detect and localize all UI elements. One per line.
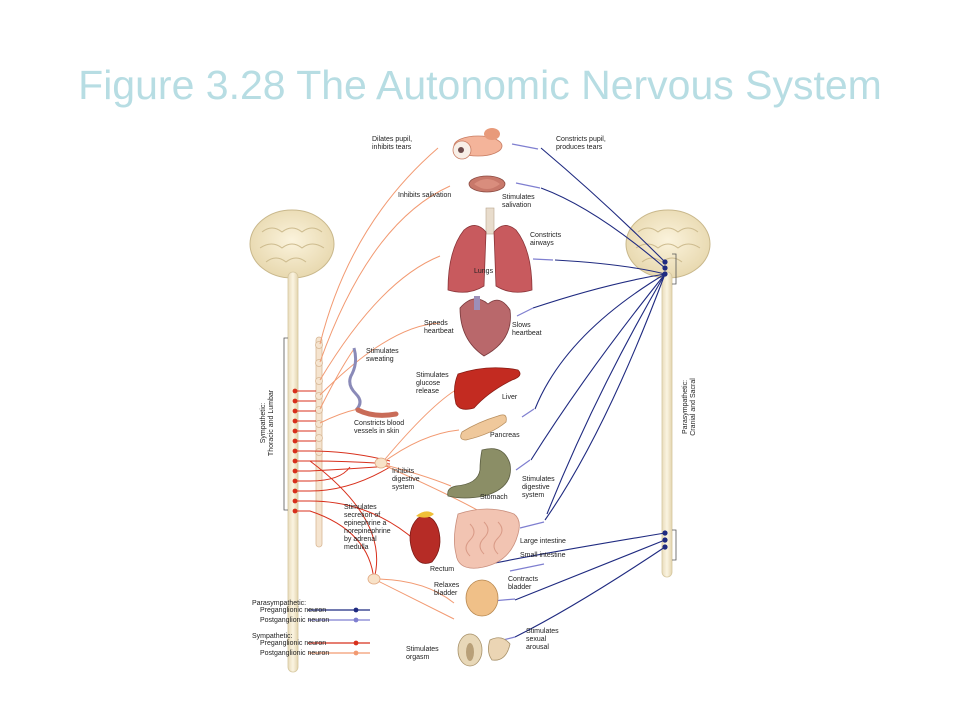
label-dilates-pupil: Dilates pupil, inhibits tears <box>372 136 413 151</box>
figure-graphics <box>249 128 711 673</box>
label-constricts-pupil: Constricts pupil, produces tears <box>556 136 606 151</box>
label-small-intestine: Small intestine <box>520 552 566 559</box>
label-sympathetic-side: Sympathetic: Thoracic and Lumbar <box>260 389 275 457</box>
right-brain-icon <box>625 209 711 279</box>
left-brain-icon <box>249 209 335 279</box>
label-relaxes-bladder: Relaxes bladder <box>434 582 460 597</box>
bladder-icon <box>465 579 499 617</box>
label-stimulates-sweating: Stimulates sweating <box>366 348 399 363</box>
label-lungs: Lungs <box>474 268 494 275</box>
sympathetic-postganglionic-neurons <box>319 147 502 620</box>
label-inhibits-salivation: Inhibits salivation <box>398 192 452 199</box>
label-pancreas: Pancreas <box>490 432 520 439</box>
label-contracts-bladder: Contracts bladder <box>508 576 538 591</box>
parasympathetic-sacral-bracket <box>672 529 677 561</box>
legend-para-post: Postganglionic neuron <box>260 617 330 624</box>
parasympathetic-cranial-bracket <box>672 253 677 285</box>
label-liver: Liver <box>502 394 518 401</box>
sympathetic-ganglia <box>367 457 388 585</box>
label-stimulates-glucose: Stimulates glucose release <box>416 372 449 395</box>
legend-sym-post: Postganglionic neuron <box>260 650 330 657</box>
legend-sym-title: Sympathetic: <box>252 633 293 640</box>
parasympathetic-pre-dots <box>662 259 668 550</box>
label-constricts-airways: Constricts airways <box>530 232 562 247</box>
legend-lines <box>308 607 370 656</box>
legend-sym-pre: Preganglionic neuron <box>260 640 327 647</box>
label-speeds-heartbeat: Speeds heartbeat <box>424 320 454 335</box>
label-constricts-blood: Constricts blood vessels in skin <box>354 420 405 435</box>
right-spinal-cord <box>661 271 673 578</box>
sympathetic-chain <box>315 336 323 548</box>
pancreas-icon <box>460 414 507 441</box>
eye-icon <box>452 128 503 160</box>
label-stimulates-orgasm: Stimulates orgasm <box>406 646 439 661</box>
genitals-icon <box>457 633 511 667</box>
sympathetic-pre-dots <box>292 388 298 514</box>
liver-icon <box>454 367 521 410</box>
legend-para-title: Parasympathetic: <box>252 600 307 607</box>
label-stimulates-salivation: Stimulates salivation <box>502 194 535 209</box>
label-slows-heartbeat: Slows heartbeat <box>512 322 542 337</box>
stomach-icon <box>447 448 511 499</box>
blood-vessel-icon <box>355 407 399 418</box>
label-stomach: Stomach <box>480 494 508 501</box>
label-inhibits-digestive: Inhibits digestive system <box>392 468 420 491</box>
label-stimulates-digestive: Stimulates digestive system <box>522 476 555 499</box>
label-stimulates-sexual: Stimulates sexual arousal <box>526 628 559 651</box>
sympathetic-bracket <box>283 337 288 511</box>
heart-icon <box>459 296 511 357</box>
lungs-icon <box>447 207 533 293</box>
label-rectum: Rectum <box>430 566 455 573</box>
label-parasympathetic-side: Parasympathetic: Cranial and Sacral <box>682 378 697 436</box>
adrenal-kidney-icon <box>409 511 441 564</box>
autonomic-nervous-system-figure: Dilates pupil, inhibits tears Constricts… <box>248 112 712 684</box>
salivary-gland-icon <box>468 175 506 193</box>
legend-para-pre: Preganglionic neuron <box>260 607 327 614</box>
slide-title: Figure 3.28 The Autonomic Nervous System <box>78 62 882 108</box>
label-large-intestine: Large intestine <box>520 538 566 545</box>
sweat-gland-icon <box>348 347 362 412</box>
label-stimulates-epinephrine: Stimulates secretion of epinephrine a no… <box>344 504 391 551</box>
parasympathetic-preganglionic-neurons <box>494 147 666 638</box>
intestines-icon <box>454 508 520 569</box>
